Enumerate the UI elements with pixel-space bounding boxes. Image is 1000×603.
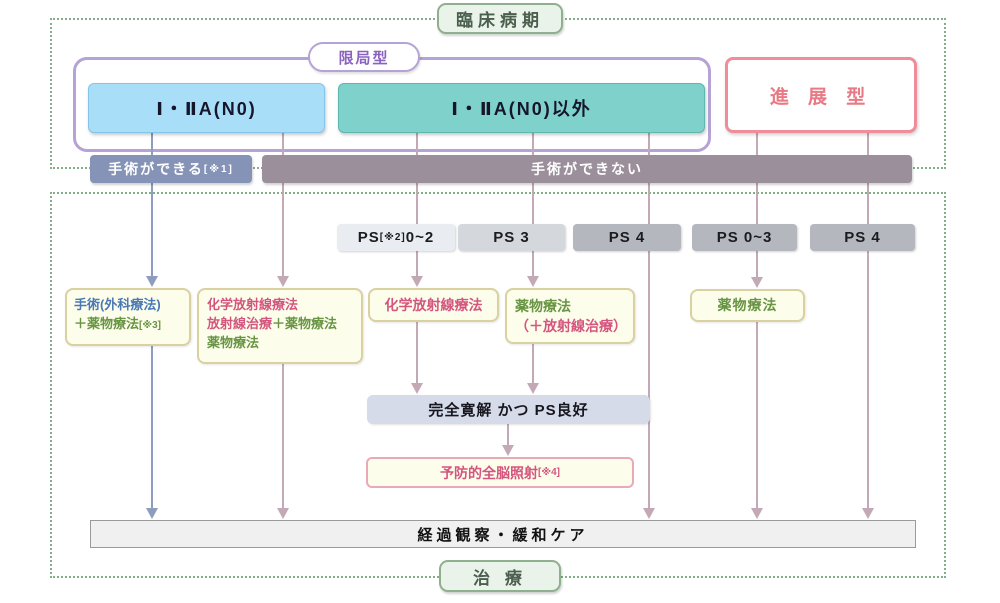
stage-box-1-2a-n0-label: Ⅰ・ⅡA(N0)	[156, 99, 257, 119]
surgery-not-possible-bar: 手術ができない	[262, 155, 912, 183]
flow-line	[507, 424, 509, 445]
ps-0-2-note: [※2]	[379, 232, 406, 243]
pci-note: [※4]	[538, 467, 560, 478]
flow-arrowhead	[411, 276, 423, 287]
treatment-radiation-drug-line: 放射線治療＋薬物療法	[207, 315, 353, 334]
treatment-badge-label: 治 療	[473, 568, 527, 588]
flow-line	[867, 251, 869, 508]
treatment-radiation-label: 放射線治療	[207, 315, 273, 331]
treatment-drug-label: ＋薬物療法	[74, 315, 140, 331]
flow-arrowhead	[862, 508, 874, 519]
complete-remission-label: 完全寛解 かつ PS良好	[428, 402, 589, 419]
prophylactic-cranial-irradiation-box: 予防的全脳照射[※4]	[366, 457, 634, 488]
flow-line	[282, 133, 284, 276]
stage-box-1-2a-n0: Ⅰ・ⅡA(N0)	[88, 83, 325, 133]
treatment-drug-note-line: ＋薬物療法[※3]	[74, 315, 182, 334]
flow-arrowhead	[527, 383, 539, 394]
treatment-optional-radiation-label: （＋放射線治療）	[515, 318, 627, 335]
treatment-box-chemoradiation-options: 化学放射線療法 放射線治療＋薬物療法 薬物療法	[197, 288, 363, 364]
treatment-box-surgery-drug: 手術(外科療法) ＋薬物療法[※3]	[65, 288, 191, 346]
observation-palliative-label: 経過観察・緩和ケア	[417, 526, 589, 544]
flow-arrowhead	[751, 508, 763, 519]
surgery-possible-bar: 手術ができる[※1]	[90, 155, 252, 183]
treatment-drug-extensive-label: 薬物療法	[717, 297, 778, 314]
flow-arrowhead	[643, 508, 655, 519]
stage-box-extensive: 進 展 型	[725, 57, 917, 133]
flow-arrowhead	[411, 383, 423, 394]
surgery-possible-label: 手術ができる	[108, 161, 204, 177]
treatment-drug-note: [※3]	[139, 319, 161, 331]
stage-box-other: Ⅰ・ⅡA(N0)以外	[338, 83, 705, 133]
flow-line	[416, 251, 418, 276]
surgery-not-possible-label: 手術ができない	[531, 161, 643, 177]
ps-box-4-limited: PS 4	[573, 224, 681, 251]
flow-arrowhead	[146, 276, 158, 287]
ps-box-3: PS 3	[458, 224, 565, 251]
ps-4-extensive-label: PS 4	[844, 229, 881, 246]
treatment-box-chemoradiation: 化学放射線療法	[368, 288, 499, 322]
flow-line	[756, 322, 758, 508]
flow-line	[648, 251, 650, 508]
stage-box-extensive-label: 進 展 型	[769, 86, 873, 108]
ps-box-4-extensive: PS 4	[810, 224, 915, 251]
treatment-drug2-label: 薬物療法	[515, 298, 571, 314]
treatment-badge: 治 療	[439, 560, 561, 592]
treatment-chemoradiation2-label: 化学放射線療法	[384, 296, 483, 313]
limited-type-label: 限局型	[338, 49, 390, 67]
flow-arrowhead	[277, 276, 289, 287]
flow-line	[151, 346, 153, 508]
treatment-surgery-label: 手術(外科療法)	[74, 297, 161, 312]
complete-remission-box: 完全寛解 かつ PS良好	[367, 395, 650, 424]
ps-3-label: PS 3	[493, 229, 530, 246]
ps-0-3-extensive-label: PS 0~3	[716, 229, 773, 246]
flow-line	[756, 251, 758, 277]
flow-arrowhead	[751, 277, 763, 288]
clinical-stage-badge: 臨床病期	[437, 3, 563, 34]
flow-line	[532, 344, 534, 383]
pci-label: 予防的全脳照射	[440, 464, 539, 481]
ps-4-limited-label: PS 4	[608, 229, 646, 246]
ps-box-0-3-extensive: PS 0~3	[692, 224, 797, 251]
clinical-stage-label: 臨床病期	[456, 11, 544, 30]
limited-type-badge: 限局型	[308, 42, 420, 72]
treatment-plus-drug-label: ＋薬物療法	[272, 315, 338, 331]
treatment-box-drug-extensive: 薬物療法	[690, 289, 805, 322]
flow-arrowhead	[502, 445, 514, 456]
treatment-chemoradiation-label: 化学放射線療法	[207, 297, 299, 312]
flow-arrowhead	[277, 508, 289, 519]
stage-box-other-label: Ⅰ・ⅡA(N0)以外	[451, 99, 592, 119]
observation-palliative-bar: 経過観察・緩和ケア	[90, 520, 916, 548]
ps-box-0-2: PS[※2]0~2	[337, 224, 455, 251]
flow-line	[151, 133, 153, 276]
ps-0-2-range: 0~2	[405, 229, 435, 246]
ps-0-2-prefix: PS	[357, 229, 380, 246]
flow-line	[282, 364, 284, 508]
flow-line	[416, 322, 418, 383]
treatment-drug-only-label: 薬物療法	[207, 334, 260, 350]
treatment-box-drug-radiation: 薬物療法 （＋放射線治療）	[505, 288, 635, 344]
flow-arrowhead	[527, 276, 539, 287]
surgery-possible-note: [※1]	[203, 163, 234, 175]
flow-arrowhead	[146, 508, 158, 519]
flow-line	[532, 251, 534, 276]
